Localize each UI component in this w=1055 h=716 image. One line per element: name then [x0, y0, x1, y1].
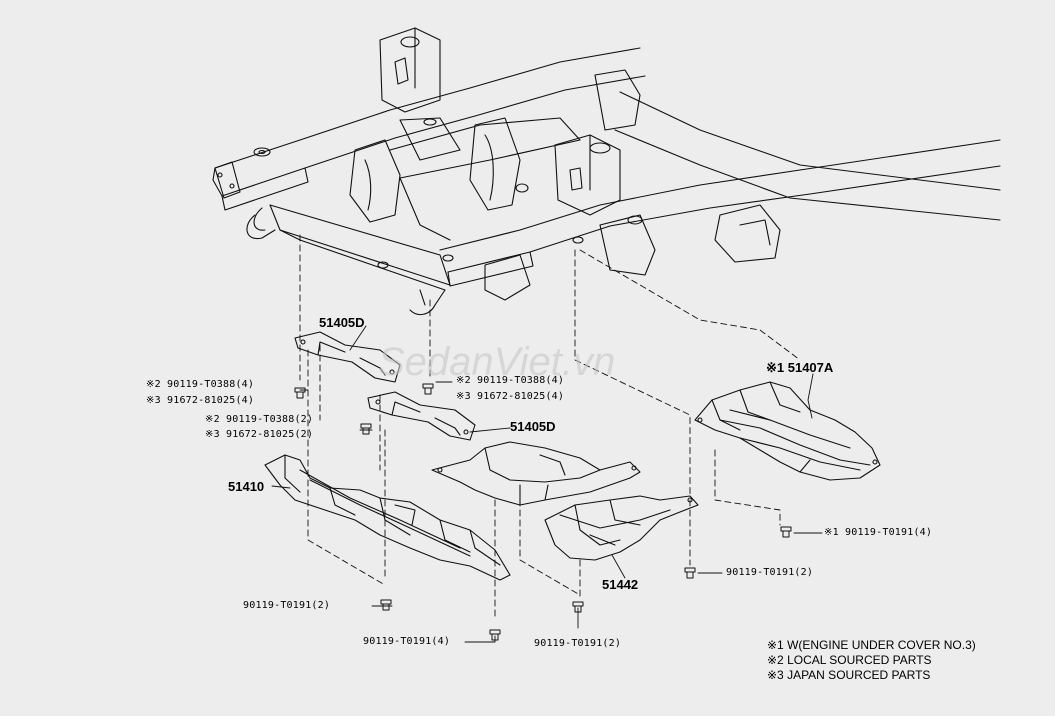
part-51407A	[694, 381, 881, 481]
bolt-icon	[684, 567, 696, 579]
part-51442-upper	[431, 441, 641, 506]
bolt-icon	[294, 387, 306, 399]
part-label-51405D-mid: 51405D	[510, 419, 556, 434]
fastener-label: ※3 91672-81025(4)	[456, 391, 565, 402]
fastener-label: 90119-T0191(2)	[726, 567, 814, 578]
vehicle-frame	[212, 27, 1001, 316]
fastener-label: 90119-T0191(4)	[363, 636, 451, 647]
part-51442-lower	[544, 495, 699, 561]
legend-item: ※1 W(ENGINE UNDER COVER NO.3)	[767, 638, 976, 652]
legend-item: ※2 LOCAL SOURCED PARTS	[767, 653, 932, 667]
fastener-label: ※2 90119-T0388(4)	[146, 379, 255, 390]
watermark: SedanViet.vn	[378, 340, 616, 384]
fastener-label: ※3 91672-81025(2)	[205, 429, 314, 440]
fastener-label: ※2 90119-T0388(4)	[456, 375, 565, 386]
callout-dashed-lines	[299, 234, 801, 621]
part-51410	[264, 454, 511, 581]
part-label-51407A: ※1 51407A	[766, 360, 834, 375]
legend-item: ※3 JAPAN SOURCED PARTS	[767, 668, 931, 682]
part-51405D-top	[294, 331, 401, 383]
part-51405D-mid	[367, 391, 476, 441]
bolt-icon	[422, 383, 434, 395]
part-label-51405D-top: 51405D	[319, 315, 365, 330]
fastener-label: ※3 91672-81025(4)	[146, 395, 255, 406]
fastener-label: 90119-T0191(2)	[534, 638, 622, 649]
leader-lines	[271, 325, 823, 643]
bolt-icon	[360, 423, 372, 435]
part-label-51410: 51410	[228, 479, 265, 494]
bolt-icons	[294, 383, 792, 641]
fastener-label: ※1 90119-T0191(4)	[824, 527, 933, 538]
bolt-icon	[780, 526, 792, 538]
bolt-icon	[380, 599, 392, 611]
fastener-label: 90119-T0191(2)	[243, 600, 331, 611]
part-label-51442: 51442	[602, 577, 639, 592]
fastener-label: ※2 90119-T0388(2)	[205, 414, 314, 425]
